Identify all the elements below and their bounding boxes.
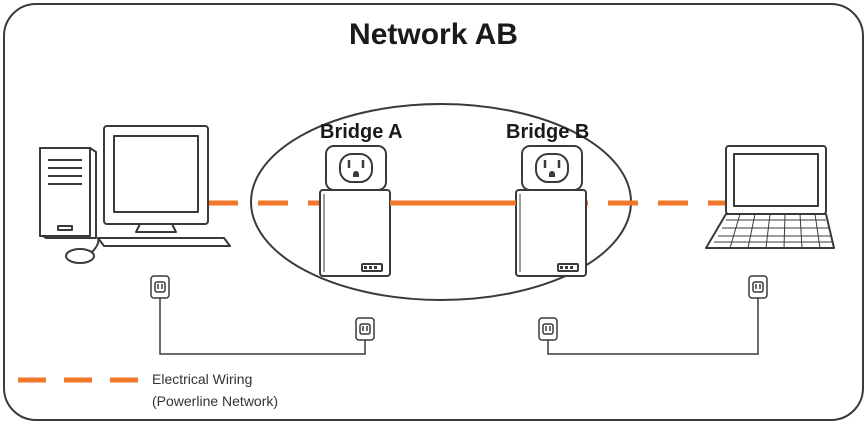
- diagram-frame: [3, 3, 864, 421]
- powerline-adapter-icon: [515, 189, 587, 277]
- bridge-b-label: Bridge B: [506, 121, 590, 143]
- wall-plug-icon: [150, 275, 170, 299]
- powerline-adapter-icon: [319, 189, 391, 277]
- bridge-a-label: Bridge A: [320, 121, 403, 143]
- wall-plug-icon: [748, 275, 768, 299]
- wall-plug-icon: [355, 317, 375, 341]
- wiring-lines: [159, 298, 759, 355]
- power-outlet-icon: [325, 145, 387, 191]
- power-outlet-icon: [521, 145, 583, 191]
- diagram-title: Network AB: [349, 18, 518, 51]
- wall-plug-icon: [538, 317, 558, 341]
- desktop-computer-icon: [39, 125, 231, 264]
- laptop-icon: [705, 145, 835, 249]
- legend-label-line1: Electrical Wiring: [152, 371, 253, 387]
- legend-label-line2: (Powerline Network): [152, 393, 279, 409]
